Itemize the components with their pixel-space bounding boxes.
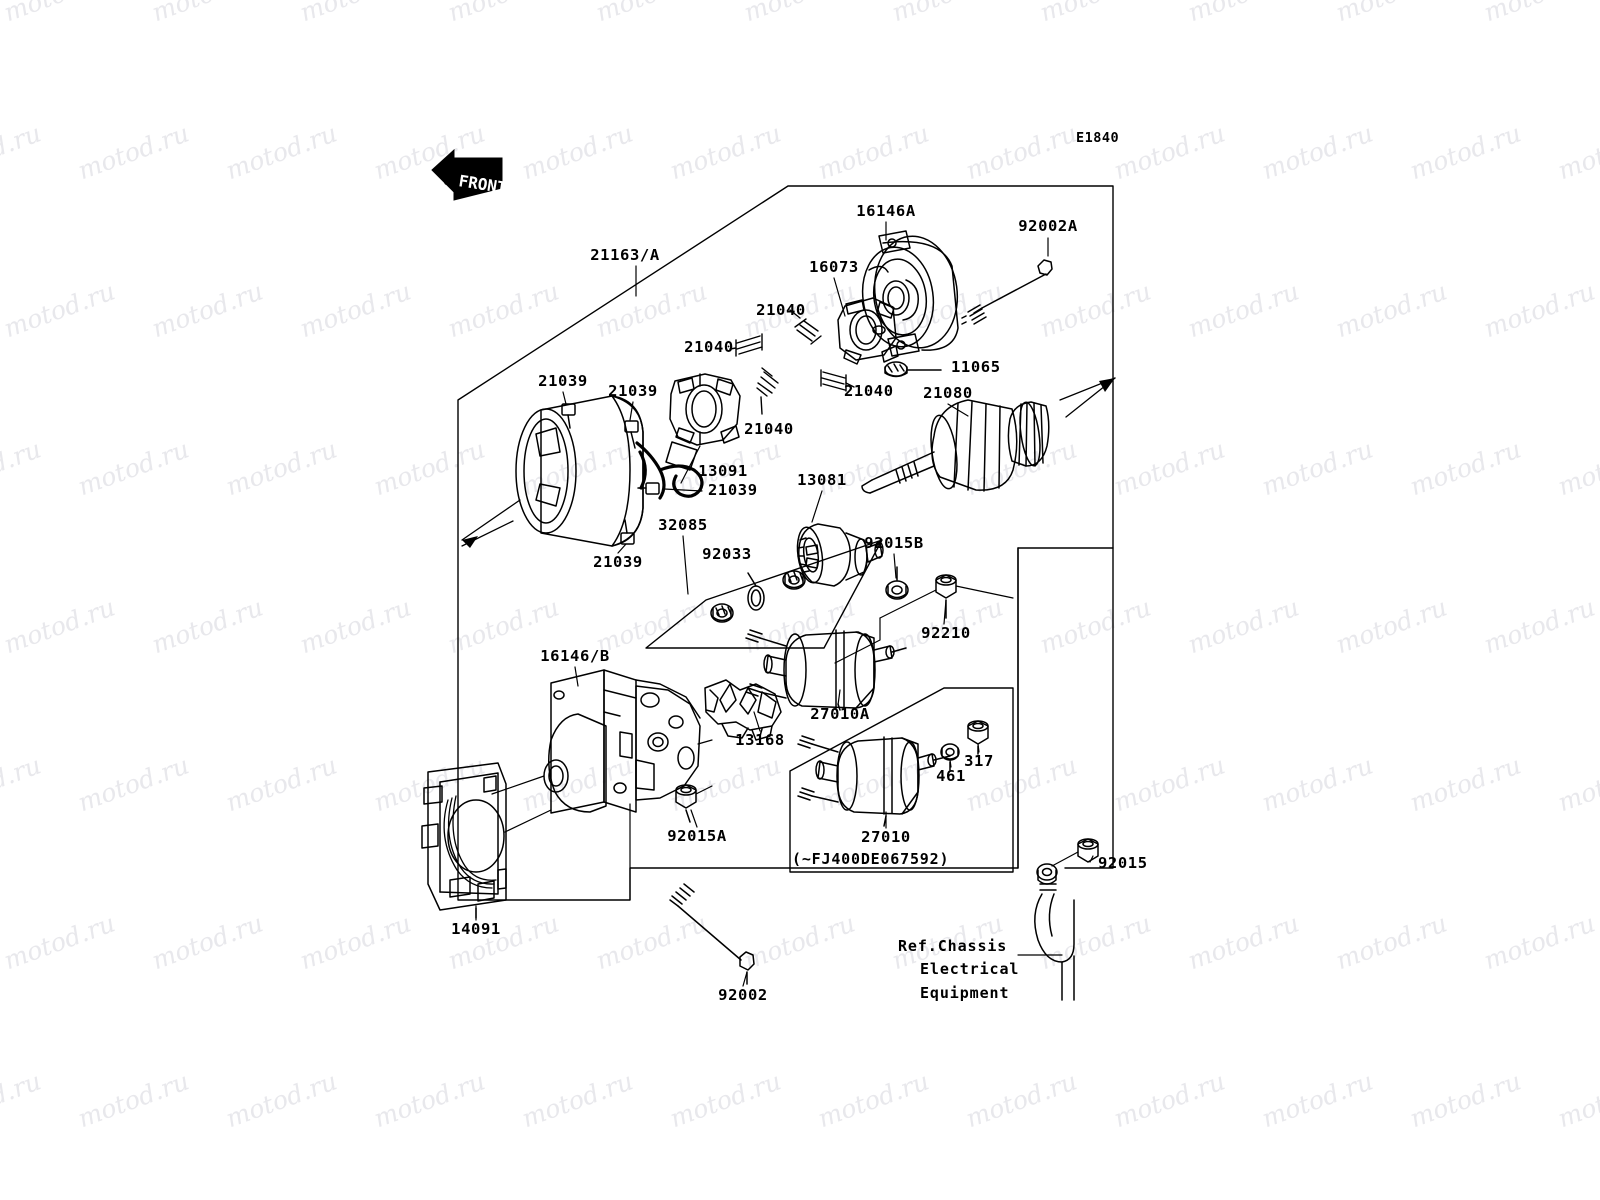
part-label-shift-lever[interactable]: 13168: [735, 731, 785, 749]
yoke-screws: [561, 403, 660, 545]
drive-housing-part: [491, 669, 713, 901]
spring-d: [756, 367, 779, 415]
part-label-brush-spring-lower[interactable]: 21040: [744, 420, 794, 438]
terminal-nut-part: [1051, 838, 1099, 867]
reference-note: Ref.Chassis Electrical Equipment: [898, 935, 1019, 1005]
seal-kit-contents: [682, 535, 806, 623]
serial-range-note: (~FJ400DE067592): [792, 850, 950, 868]
brush-insulator-part: [837, 297, 899, 365]
front-direction-marker: FRONT: [428, 142, 508, 208]
field-coil-lead-tab: [665, 441, 698, 471]
part-label-nut-terminal[interactable]: 92015: [1098, 854, 1148, 872]
part-label-starter-motor-assembly[interactable]: 21163/A: [590, 246, 660, 264]
brush-holder-part: [669, 373, 741, 446]
part-label-washer-solenoid[interactable]: 92015B: [864, 534, 924, 552]
part-label-pinion-gear[interactable]: 13081: [797, 471, 847, 489]
part-label-through-bolt[interactable]: 92002: [718, 986, 768, 1004]
solenoid-new-part: [745, 629, 907, 711]
spring-c: [820, 369, 855, 392]
part-label-nut-solenoid[interactable]: 92210: [921, 624, 971, 642]
screw-21039-d: [620, 519, 635, 545]
part-label-solenoid-switch-old[interactable]: 27010: [861, 828, 911, 846]
nut-317-part: [967, 720, 989, 755]
part-label-brush-holder-insulator[interactable]: 16073: [809, 258, 859, 276]
through-bolt-long-part: [961, 259, 1053, 325]
screw-21039-a: [561, 403, 576, 429]
nut-92015a-part: [675, 784, 713, 823]
part-label-cap-plug[interactable]: 11065: [951, 358, 1001, 376]
seal-kit-box: [645, 539, 883, 649]
washer-92015b-part: [885, 566, 909, 600]
part-label-screw-yoke-mid[interactable]: 21039: [708, 481, 758, 499]
screw-21039-b: [624, 420, 639, 449]
part-label-drive-housing[interactable]: 16146/B: [540, 647, 610, 665]
end-cover-bracket-part: [861, 230, 959, 357]
pinion-gear-part: [796, 523, 884, 587]
part-label-armature[interactable]: 21080: [923, 384, 973, 402]
part-label-snap-ring[interactable]: 92033: [702, 545, 752, 563]
part-label-end-cover-bracket[interactable]: 16146A: [856, 202, 916, 220]
part-label-brush-spring-left[interactable]: 21040: [684, 338, 734, 356]
reference-note-line3: Equipment: [920, 983, 1010, 1002]
part-label-solenoid-switch-new[interactable]: 27010A: [810, 705, 870, 723]
reference-note-line1: Ref.Chassis: [898, 937, 1008, 955]
part-label-screw-yoke-top-right[interactable]: 21039: [608, 382, 658, 400]
battery-cable-part: [1034, 863, 1075, 1001]
brush-springs: [729, 309, 855, 415]
part-label-nut-housing[interactable]: 92015A: [667, 827, 727, 845]
part-label-brush-holder[interactable]: 13091: [698, 462, 748, 480]
part-label-brush-spring-right[interactable]: 21040: [844, 382, 894, 400]
cap-plug-part: [884, 361, 942, 378]
leader-lines: [475, 221, 1094, 987]
part-label-through-bolt-long[interactable]: 92002A: [1018, 217, 1078, 235]
part-label-gasket-seal-kit[interactable]: 32085: [658, 516, 708, 534]
part-label-washer-solenoid-old[interactable]: 461: [936, 767, 966, 785]
part-label-nut-solenoid-old[interactable]: 317: [964, 752, 994, 770]
part-label-screw-yoke-bottom[interactable]: 21039: [593, 553, 643, 571]
cover-plate-part: [421, 762, 507, 919]
solenoid-old-part: [797, 735, 951, 827]
serial-variant-box: [789, 687, 1014, 873]
diagram-id: E1840: [1076, 130, 1120, 146]
part-label-screw-yoke-top-left[interactable]: 21039: [538, 372, 588, 390]
part-label-cover-plate[interactable]: 14091: [451, 920, 501, 938]
armature-part: [861, 377, 1116, 494]
part-label-brush-spring-upper[interactable]: 21040: [756, 301, 806, 319]
through-bolt-part: [669, 883, 755, 985]
shift-lever-part: [704, 679, 782, 741]
reference-note-line2: Electrical: [920, 960, 1020, 979]
spring-a: [729, 333, 763, 357]
spring-b: [789, 309, 822, 345]
yoke-field-coil-part: [461, 395, 644, 548]
nut-92210-part: [834, 574, 1014, 664]
